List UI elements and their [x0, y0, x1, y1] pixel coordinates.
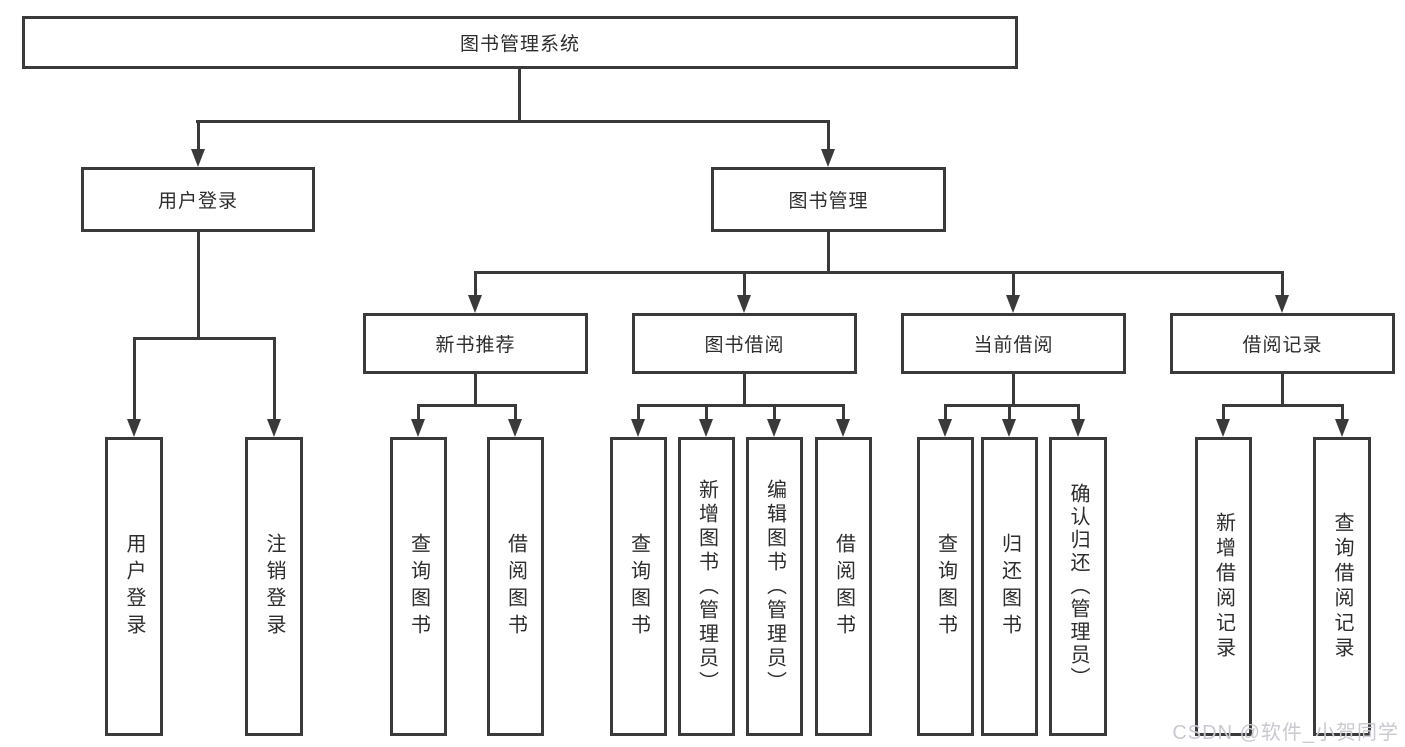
leaf-label: 查询借阅记录 — [1331, 511, 1353, 662]
leaf-label: 新增图书（管理员） — [695, 478, 718, 695]
leaf-logout: 注销登录 — [245, 437, 303, 736]
connector-line — [842, 404, 845, 421]
connector-line — [514, 404, 517, 421]
connector-line — [474, 271, 477, 297]
connector-line — [944, 404, 1080, 407]
connector-line — [196, 231, 200, 337]
connector-line — [1012, 372, 1015, 406]
arrow-down-icon — [1002, 419, 1016, 437]
leaf-newbooks-borrow-books: 借阅图书 — [487, 437, 544, 736]
leaf-newbooks-query-books: 查询图书 — [390, 437, 447, 736]
leaf-current-return-books: 归还图书 — [981, 437, 1038, 736]
node-book-management: 图书管理 — [711, 167, 946, 232]
connector-line — [743, 372, 746, 406]
connector-line — [196, 120, 200, 151]
leaf-label: 新增借阅记录 — [1212, 511, 1235, 662]
leaf-records-add-record: 新增借阅记录 — [1195, 437, 1252, 736]
leaf-label: 查询图书 — [407, 532, 430, 641]
arrow-down-icon — [190, 149, 205, 167]
connector-line — [827, 120, 830, 151]
connector-line — [1012, 271, 1015, 297]
arrow-down-icon — [1216, 419, 1230, 437]
leaf-records-query-record: 查询借阅记录 — [1313, 437, 1371, 736]
connector-line — [1222, 404, 1344, 407]
leaf-label: 注销登录 — [263, 532, 285, 641]
leaf-label: 查询图书 — [627, 532, 650, 641]
connector-line — [518, 68, 521, 122]
connector-line — [1281, 271, 1284, 297]
arrow-down-icon — [266, 419, 281, 437]
connector-line — [132, 337, 136, 421]
connector-line — [1281, 372, 1284, 406]
leaf-label: 用户登录 — [123, 532, 145, 641]
arrow-down-icon — [1275, 295, 1289, 313]
arrow-down-icon — [938, 419, 952, 437]
connector-line — [272, 337, 276, 421]
leaf-current-query-books: 查询图书 — [917, 437, 974, 736]
arrow-down-icon — [821, 149, 835, 167]
node-library-system: 图书管理系统 — [22, 16, 1018, 69]
leaf-borrow-query-books: 查询图书 — [610, 437, 667, 736]
connector-line — [705, 404, 708, 421]
leaf-label: 借阅图书 — [504, 532, 527, 641]
node-book-borrowing: 图书借阅 — [632, 313, 857, 374]
leaf-label: 确认归还（管理员） — [1067, 483, 1089, 690]
leaf-label: 归还图书 — [998, 532, 1021, 641]
connector-line — [944, 404, 947, 421]
leaf-label: 借阅图书 — [832, 532, 855, 641]
arrow-down-icon — [1334, 419, 1349, 437]
arrow-down-icon — [767, 419, 781, 437]
arrow-down-icon — [1070, 419, 1085, 437]
connector-line — [417, 404, 420, 421]
leaf-borrow-add-books-admin: 新增图书（管理员） — [678, 437, 735, 736]
node-new-book-recommendation: 新书推荐 — [363, 313, 588, 374]
connector-line — [474, 372, 477, 406]
node-user-login: 用户登录 — [81, 167, 315, 232]
connector-line — [1340, 404, 1344, 421]
leaf-user-login: 用户登录 — [105, 437, 163, 736]
arrow-down-icon — [1006, 295, 1020, 313]
connector-line — [1222, 404, 1225, 421]
arrow-down-icon — [411, 419, 425, 437]
arrow-down-icon — [508, 419, 522, 437]
connector-line — [417, 404, 517, 407]
arrow-down-icon — [699, 419, 713, 437]
connector-line — [637, 404, 640, 421]
arrow-down-icon — [631, 419, 645, 437]
connector-line — [827, 231, 830, 273]
leaf-borrow-edit-books-admin: 编辑图书（管理员） — [746, 437, 803, 736]
arrow-down-icon — [737, 295, 751, 313]
connector-line — [1008, 404, 1011, 421]
connector-line — [743, 271, 746, 297]
connector-line — [637, 404, 845, 407]
leaf-label: 查询图书 — [934, 532, 957, 641]
connector-line — [196, 120, 830, 123]
watermark: CSDN @软件_小贺同学 — [1172, 722, 1399, 744]
node-current-borrowing: 当前借阅 — [901, 313, 1126, 374]
arrow-down-icon — [126, 419, 141, 437]
arrow-down-icon — [468, 295, 482, 313]
connector-line — [132, 337, 276, 340]
leaf-borrow-borrow-books: 借阅图书 — [815, 437, 872, 736]
connector-line — [773, 404, 776, 421]
leaf-current-confirm-return-admin: 确认归还（管理员） — [1049, 437, 1107, 736]
leaf-label: 编辑图书（管理员） — [763, 478, 786, 695]
arrow-down-icon — [836, 419, 850, 437]
connector-line — [1076, 404, 1080, 421]
connector-line — [474, 271, 1283, 274]
node-borrowing-records: 借阅记录 — [1170, 313, 1395, 374]
